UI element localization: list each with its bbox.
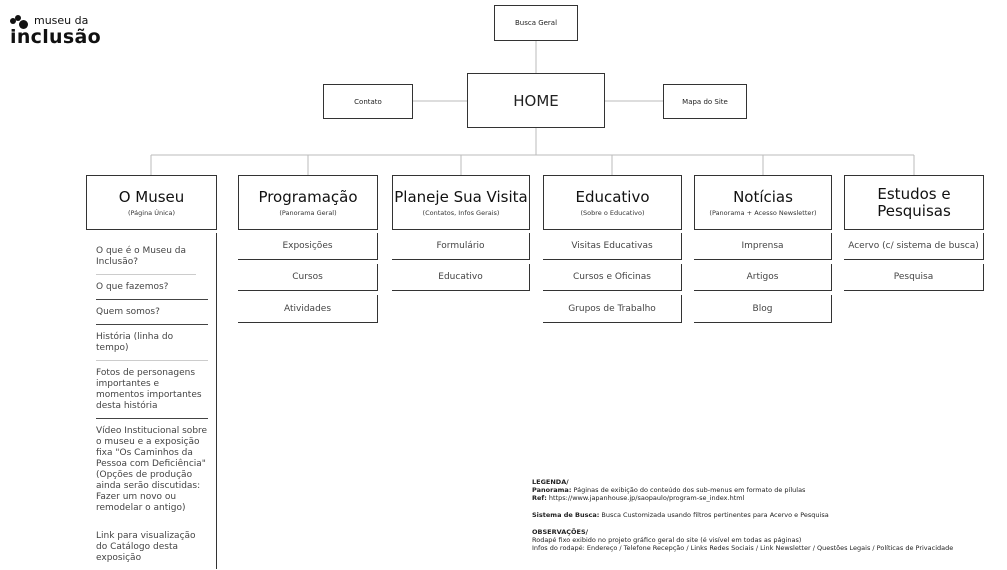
subitem-blog[interactable]: Blog	[694, 295, 832, 323]
subitem-label: Cursos e Oficinas	[573, 272, 651, 282]
sitemap-node-label: Mapa do Site	[682, 97, 728, 106]
subitem-label: Visitas Educativas	[571, 241, 653, 251]
subitem-label: Formulário	[436, 241, 485, 251]
section-subtitle: (Sobre o Educativo)	[580, 208, 645, 217]
list-item[interactable]: Fotos de personagens importantes e momen…	[96, 361, 208, 419]
list-item[interactable]: O que é o Museu da Inclusão?	[96, 239, 196, 275]
home-node[interactable]: HOME	[467, 73, 605, 128]
section-title: Planeje Sua Visita	[394, 187, 528, 206]
legend-search-system: Sistema de Busca: Busca Customizada usan…	[532, 511, 829, 519]
observations-line-2: Infos do rodapé: Endereço / Telefone Rec…	[532, 544, 954, 552]
museu-content-list: O que é o Museu da Inclusão? O que fazem…	[86, 233, 217, 569]
subitem-label: Acervo (c/ sistema de busca)	[848, 241, 979, 251]
section-subtitle: (Página Única)	[127, 208, 176, 217]
subitem-label: Cursos	[292, 272, 323, 282]
home-node-label: HOME	[513, 91, 559, 110]
section-o-museu[interactable]: O Museu (Página Única)	[86, 175, 217, 230]
subitem-label: Imprensa	[741, 241, 784, 251]
section-subtitle: (Panorama Geral)	[279, 208, 337, 217]
subitem-label: Atividades	[283, 303, 332, 314]
logo-text-bottom: inclusão	[10, 26, 101, 48]
section-title: Programação	[258, 187, 358, 206]
logo-icon	[10, 15, 30, 29]
subitem-visitas-educativas[interactable]: Visitas Educativas	[543, 233, 682, 260]
legend: LEGENDA/ Panorama: Páginas de exibição d…	[532, 478, 1007, 552]
contact-node-label: Contato	[354, 97, 382, 106]
subitem-imprensa[interactable]: Imprensa	[694, 233, 832, 260]
search-node[interactable]: Busca Geral	[494, 5, 578, 41]
logo[interactable]: museu da inclusão	[10, 12, 120, 48]
subitem-label: Artigos	[746, 272, 779, 282]
search-node-label: Busca Geral	[514, 19, 558, 27]
sitemap-node[interactable]: Mapa do Site	[663, 84, 747, 119]
section-subtitle: (Panorama + Acesso Newsletter)	[709, 208, 817, 217]
section-subtitle: (Contatos, Infos Gerais)	[422, 208, 500, 217]
contact-node[interactable]: Contato	[323, 84, 413, 119]
subitem-formulario[interactable]: Formulário	[392, 233, 530, 260]
section-title: Estudos e Pesquisas	[877, 184, 951, 220]
observations-line-1: Rodapé fixo exibido no projeto gráfico g…	[532, 536, 802, 544]
legend-title: LEGENDA/	[532, 478, 569, 486]
section-title: Notícias	[733, 187, 793, 206]
subitem-label: Grupos de Trabalho	[568, 303, 656, 314]
subitem-atividades[interactable]: Atividades	[238, 295, 378, 323]
subitem-cursos[interactable]: Cursos	[238, 264, 378, 291]
list-item[interactable]: O que fazemos?	[96, 275, 208, 300]
list-item[interactable]: Link para visualização do Catálogo desta…	[96, 531, 196, 563]
subitem-label: Pesquisa	[893, 272, 934, 282]
subitem-label: Blog	[752, 303, 773, 314]
section-noticias[interactable]: Notícias (Panorama + Acesso Newsletter)	[694, 175, 832, 230]
legend-ref: Ref: https://www.japanhouse.jp/saopaulo/…	[532, 494, 745, 502]
section-educativo[interactable]: Educativo (Sobre o Educativo)	[543, 175, 682, 230]
subitem-educativo-visita[interactable]: Educativo	[392, 264, 530, 291]
subitem-artigos[interactable]: Artigos	[694, 264, 832, 291]
list-item[interactable]: História (linha do tempo)	[96, 325, 208, 361]
section-planeje-visita[interactable]: Planeje Sua Visita (Contatos, Infos Gera…	[392, 175, 530, 230]
observations-title: OBSERVAÇÕES/	[532, 528, 589, 536]
subitem-label: Educativo	[438, 272, 483, 282]
list-item[interactable]: Vídeo Institucional sobre o museu e a ex…	[96, 426, 208, 513]
subitem-exposicoes[interactable]: Exposições	[238, 233, 378, 260]
subitem-acervo[interactable]: Acervo (c/ sistema de busca)	[844, 233, 984, 260]
section-title: O Museu	[118, 187, 185, 206]
section-estudos-pesquisas[interactable]: Estudos e Pesquisas	[844, 175, 984, 230]
logo-text-top: museu da	[34, 14, 89, 27]
list-item[interactable]: Quem somos?	[96, 300, 208, 325]
subitem-label: Exposições	[282, 241, 333, 251]
subitem-grupos-trabalho[interactable]: Grupos de Trabalho	[543, 295, 682, 323]
section-programacao[interactable]: Programação (Panorama Geral)	[238, 175, 378, 230]
legend-panorama: Panorama: Páginas de exibição do conteúd…	[532, 486, 806, 494]
section-title: Educativo	[575, 187, 650, 206]
subitem-cursos-oficinas[interactable]: Cursos e Oficinas	[543, 264, 682, 291]
subitem-pesquisa[interactable]: Pesquisa	[844, 264, 984, 291]
